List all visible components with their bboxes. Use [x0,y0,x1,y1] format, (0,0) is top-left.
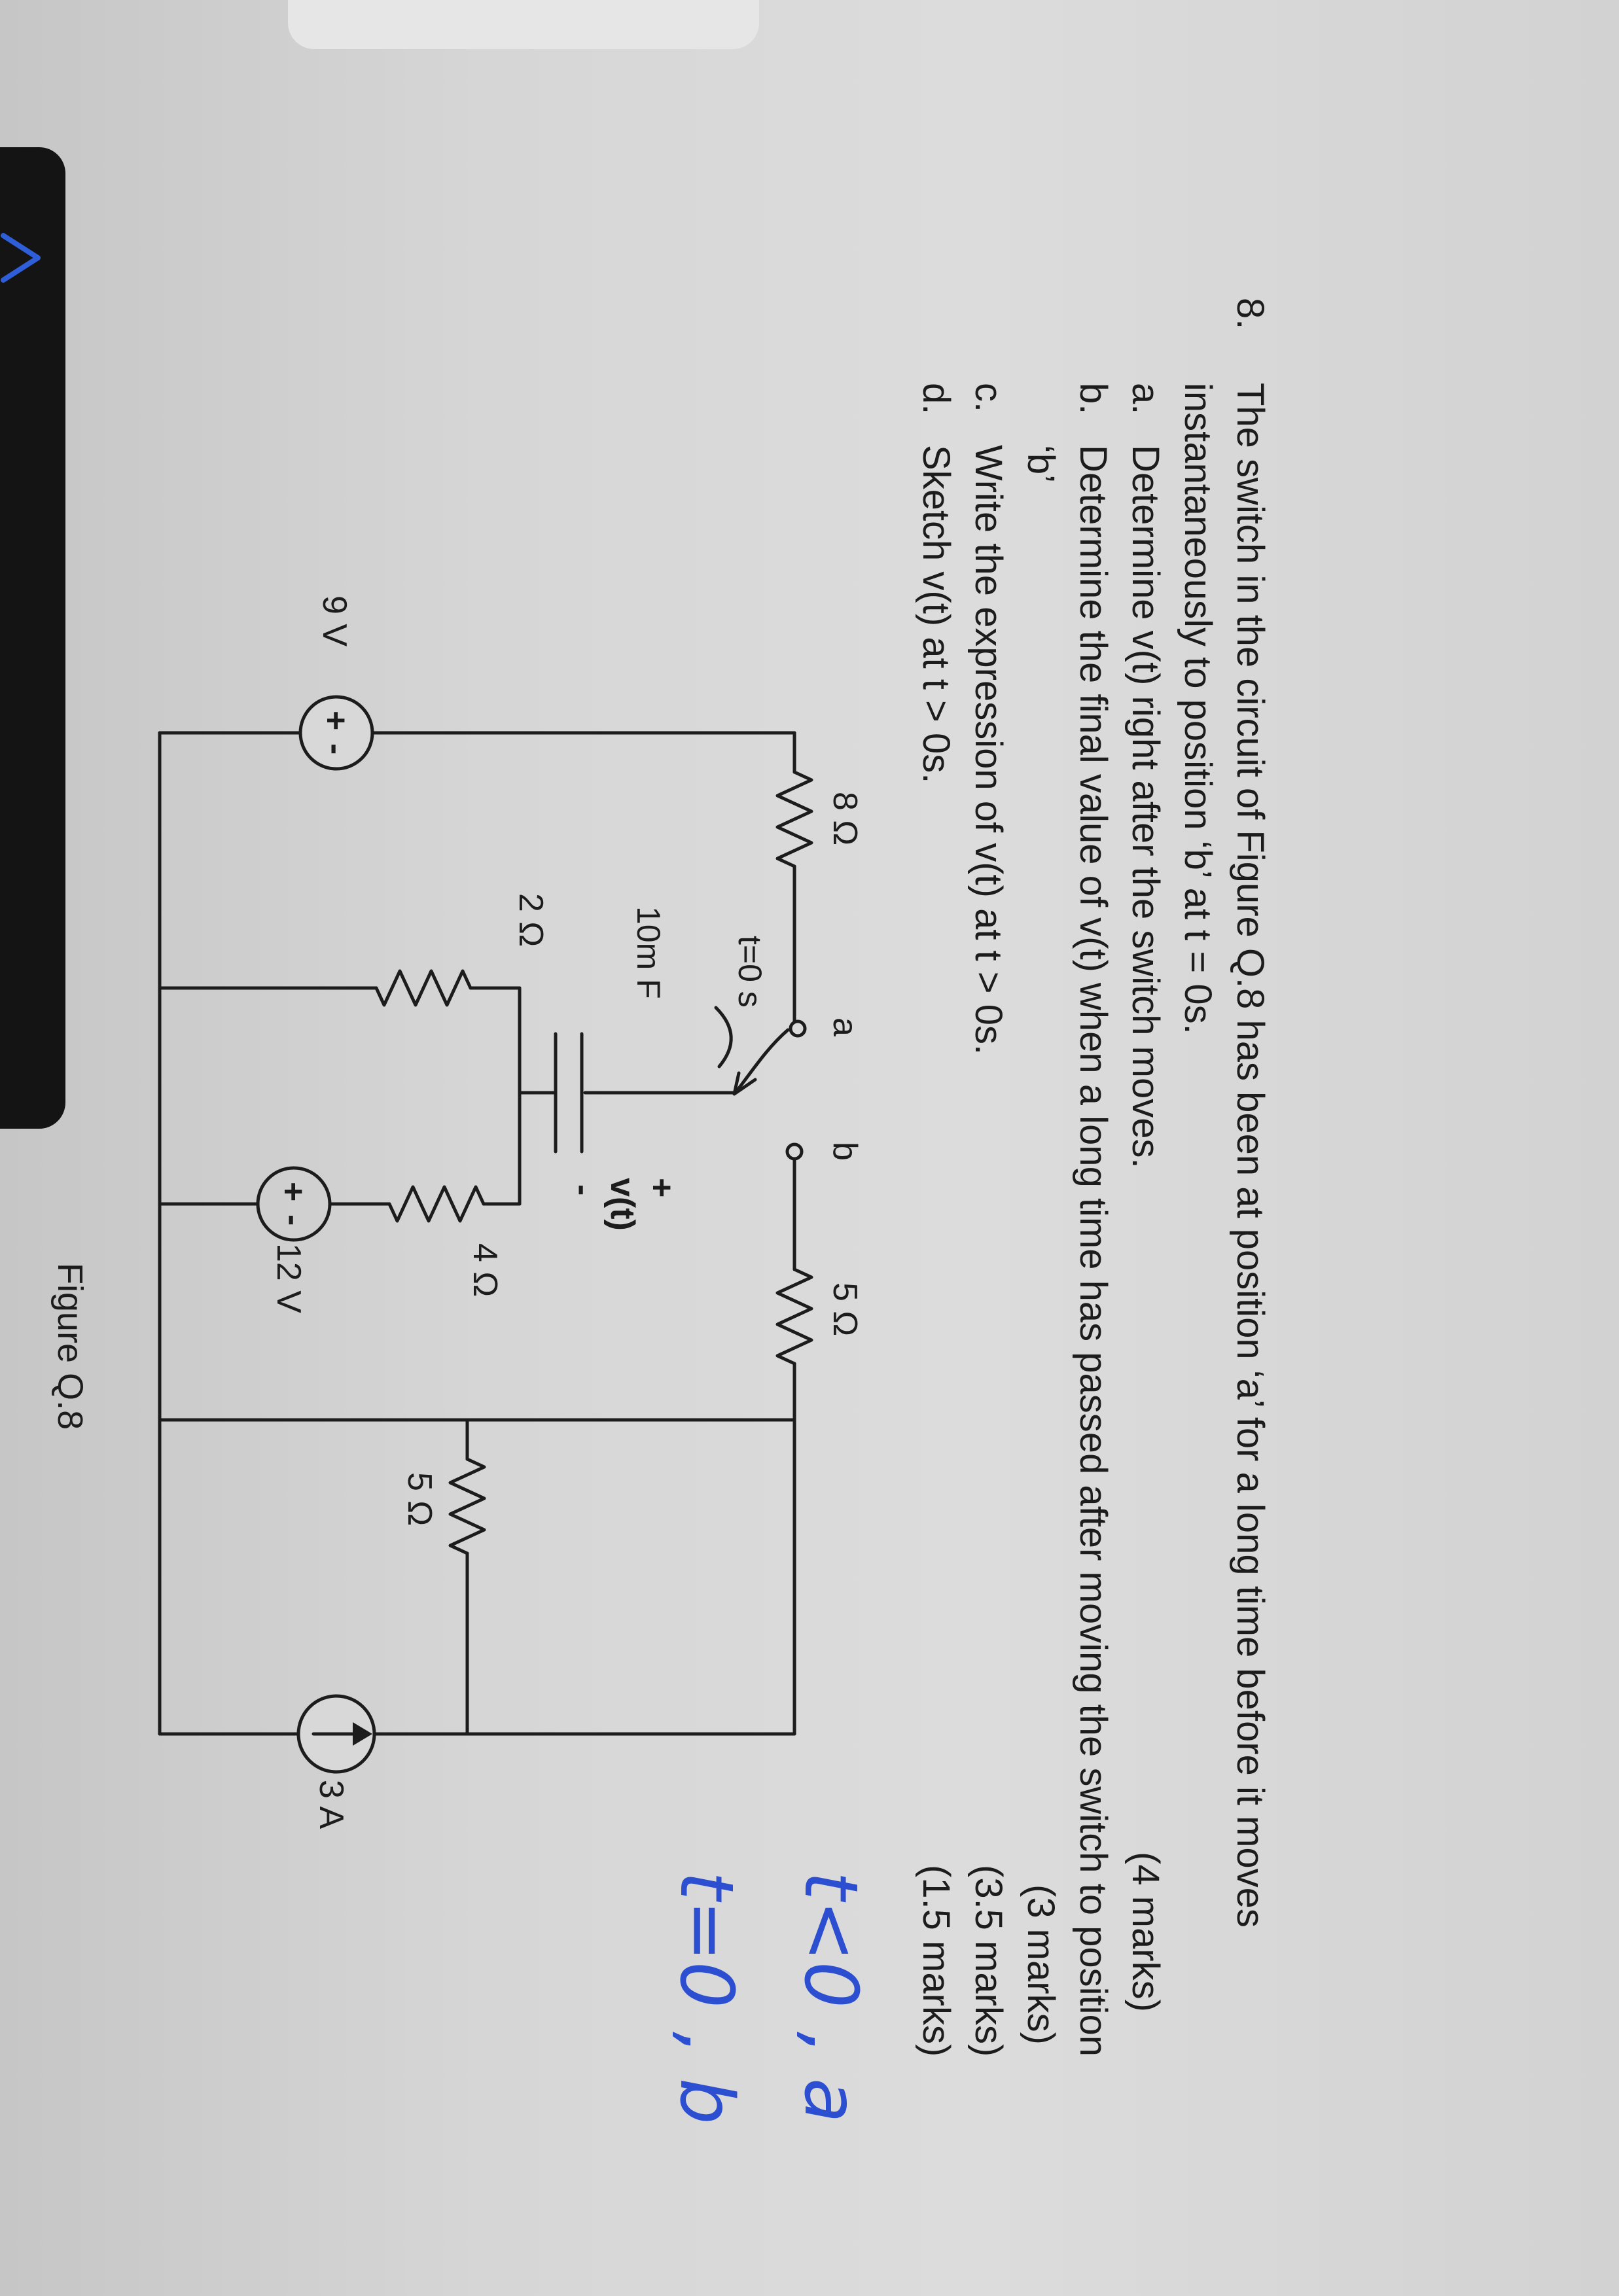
wire-top-right [158,1362,796,1422]
label-v: v(t) [603,1178,641,1231]
label-3a: 3 A [312,1780,350,1829]
node-a-terminal [789,1019,807,1038]
label-8-ohm: 8 Ω [826,792,864,845]
label-node-a: a [826,1017,864,1036]
resistor-5-ohm-mid [448,1457,486,1555]
left-scroll-handle[interactable] [0,147,65,1129]
resistor-8-ohm [775,770,813,868]
label-switch: t=0 s [732,936,768,1008]
resistor-2-ohm [374,969,472,1007]
resistor-5-ohm-top [775,1267,813,1366]
voltage-source-9v [298,695,374,771]
top-ui-bar[interactable] [288,0,759,49]
label-9v: 9 V [315,595,353,646]
label-capacitor: 10m F [630,906,667,999]
resistor-4-ohm [387,1185,486,1223]
label-v-plus: + [643,1178,681,1197]
label-4-ohm: 4 Ω [466,1243,504,1297]
current-source-arrowhead [353,1722,372,1746]
label-5-ohm-mid: 5 Ω [400,1472,438,1526]
node-b-terminal [785,1142,804,1161]
source-12v-plus: + [274,1182,312,1201]
switch-arrow [732,1071,757,1096]
source-12v-minus: - [274,1214,312,1226]
label-v-minus: - [564,1184,602,1195]
source-9v-minus: - [317,743,355,754]
switch-arc [714,1006,733,1069]
source-9v-plus: + [317,711,355,730]
label-12v: 12 V [270,1243,308,1313]
switch-blade [734,1028,790,1095]
label-node-b: b [826,1142,864,1161]
label-2-ohm: 2 Ω [512,893,550,947]
label-5-ohm-top: 5 Ω [826,1282,864,1336]
voltage-source-12v [256,1166,332,1242]
figure-caption: Figure Q.8 [50,1263,90,1430]
